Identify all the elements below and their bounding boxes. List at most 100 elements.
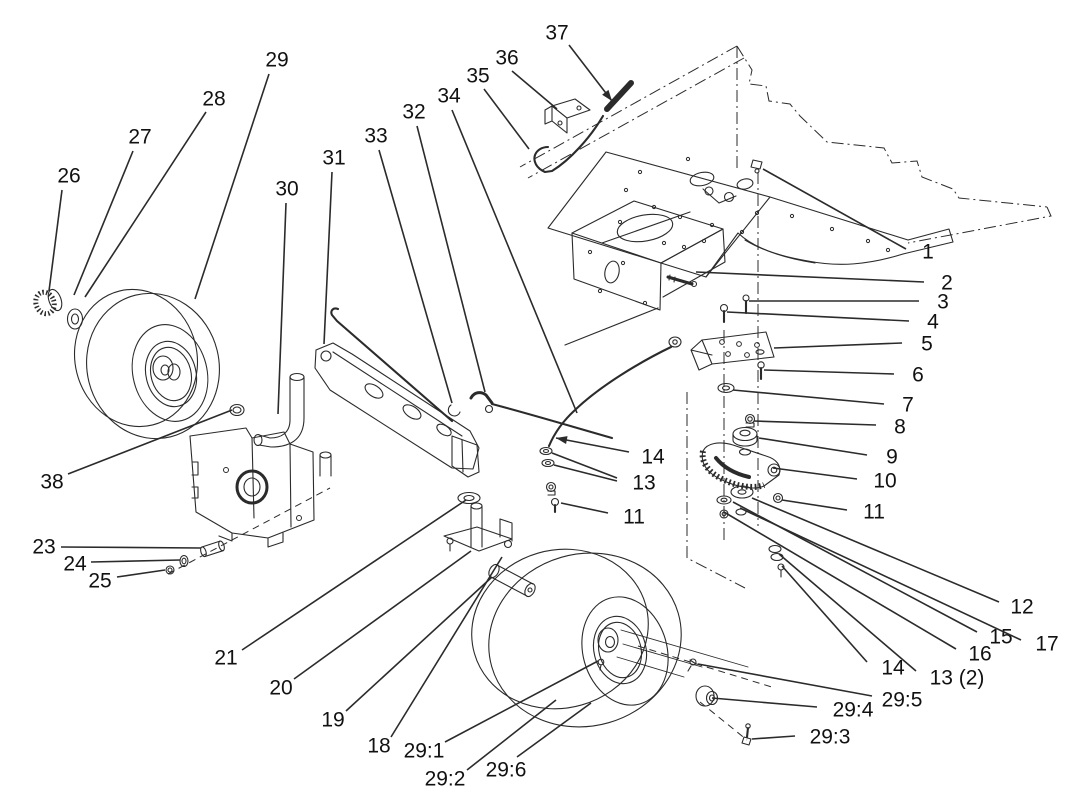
callout-label-6: 6	[912, 364, 924, 387]
leader-line-29-6	[516, 702, 592, 758]
leader-line-14	[555, 437, 630, 453]
drag-link	[547, 336, 682, 448]
leader-line-9	[758, 437, 868, 456]
leader-line-18	[390, 556, 503, 738]
bushing-29-4	[695, 685, 719, 707]
leader-arrowhead-14	[556, 436, 568, 445]
bolt-4	[719, 303, 729, 324]
callout-label-15: 15	[989, 626, 1012, 649]
callout-label-14: 14	[641, 446, 665, 469]
leader-line-10	[772, 467, 858, 480]
leader-line-21	[241, 499, 467, 651]
washer-27	[66, 308, 84, 330]
leader-line-29-4	[711, 697, 818, 708]
leader-line-1	[762, 168, 907, 250]
leader-line-16	[723, 511, 957, 650]
callout-label-21: 21	[214, 647, 237, 670]
leader-line-27	[73, 150, 134, 296]
leader-line-35	[483, 88, 530, 150]
leader-line-13	[553, 464, 618, 482]
callout-label-29-2: 29:2	[425, 768, 466, 791]
tie-rod	[330, 307, 454, 423]
callout-label-12: 12	[1010, 596, 1033, 619]
leader-line-36	[511, 70, 558, 110]
callout-label-24: 24	[63, 553, 87, 576]
callout-label-29-1: 29:1	[404, 740, 445, 763]
callout-label-37: 37	[545, 22, 568, 45]
callout-label-38: 38	[40, 471, 63, 494]
callout-label-3: 3	[937, 291, 949, 314]
leader-line-37	[568, 44, 613, 102]
screw-6	[757, 361, 765, 381]
steering-gear-parts	[690, 294, 785, 578]
callout-label-35: 35	[466, 65, 489, 88]
leader-line-19	[345, 576, 493, 712]
fasteners-23-24-25	[165, 540, 225, 575]
nut-8	[744, 413, 756, 428]
leader-line-26	[48, 189, 63, 292]
leader-line-30	[277, 202, 287, 415]
callout-label-10: 10	[873, 470, 896, 493]
steering-shaft	[533, 80, 634, 174]
spacer-washers	[716, 485, 784, 519]
phantom-body-outline	[519, 45, 1052, 589]
callout-label-33: 33	[364, 125, 387, 148]
leader-line-6	[763, 369, 895, 375]
cap-26	[33, 288, 63, 317]
callout-label-4: 4	[927, 311, 939, 334]
callout-label-27: 27	[128, 126, 151, 149]
leader-line-29-2	[466, 699, 557, 771]
leader-line-13-2	[778, 553, 917, 672]
sector-gear-10	[699, 442, 781, 490]
leader-line-38	[67, 409, 233, 475]
leader-line-11	[781, 499, 848, 511]
leader-arrowhead-37	[602, 89, 612, 101]
callout-label-29: 29	[265, 49, 288, 72]
link-fastener-stack	[539, 446, 560, 514]
callout-label-26: 26	[57, 165, 80, 188]
leader-line-7	[732, 389, 885, 405]
leader-line-20	[293, 550, 472, 680]
assembly-axis-lines	[167, 487, 776, 741]
valve-stem-29-3	[741, 723, 752, 746]
screw-29-5	[687, 658, 697, 672]
callout-label-2: 2	[941, 272, 953, 295]
spindle-right	[443, 491, 536, 598]
clip-33	[447, 404, 461, 417]
bolt-1	[750, 159, 763, 174]
steering-shaft-grip	[604, 80, 634, 112]
callout-label-31: 31	[322, 147, 345, 170]
spindle-link	[447, 391, 614, 440]
callout-label-13-2: 13 (2)	[930, 667, 985, 690]
leader-line-14b	[781, 565, 868, 663]
callout-label-36: 36	[495, 47, 518, 70]
callout-label-20: 20	[269, 677, 292, 700]
leader-line-2	[695, 271, 925, 283]
callout-label-18: 18	[367, 735, 390, 758]
callout-label-28: 28	[202, 88, 225, 111]
callout-label-29-6: 29:6	[486, 759, 527, 782]
callout-label-34: 34	[437, 85, 461, 108]
callout-label-13: 13	[632, 472, 655, 495]
leader-line-29-3	[751, 735, 796, 740]
bolt-2	[666, 274, 698, 288]
leader-line-34	[451, 109, 578, 414]
leader-line-28	[84, 111, 207, 298]
leader-line-13	[551, 452, 618, 479]
shaft-bracket	[544, 98, 591, 134]
axle-beam	[314, 342, 480, 478]
callout-label-19: 19	[321, 709, 344, 732]
callout-label-11: 11	[863, 501, 885, 524]
o-ring-38	[229, 403, 245, 417]
leader-line-4	[726, 311, 910, 322]
leader-line-25	[116, 569, 166, 578]
callout-label-1: 1	[922, 241, 934, 264]
left-wheel	[33, 288, 245, 440]
callout-label-17: 17	[1035, 633, 1058, 656]
leader-line-29-1	[444, 660, 599, 743]
leader-line-33	[378, 149, 453, 404]
axle-support-bracket	[189, 427, 315, 548]
